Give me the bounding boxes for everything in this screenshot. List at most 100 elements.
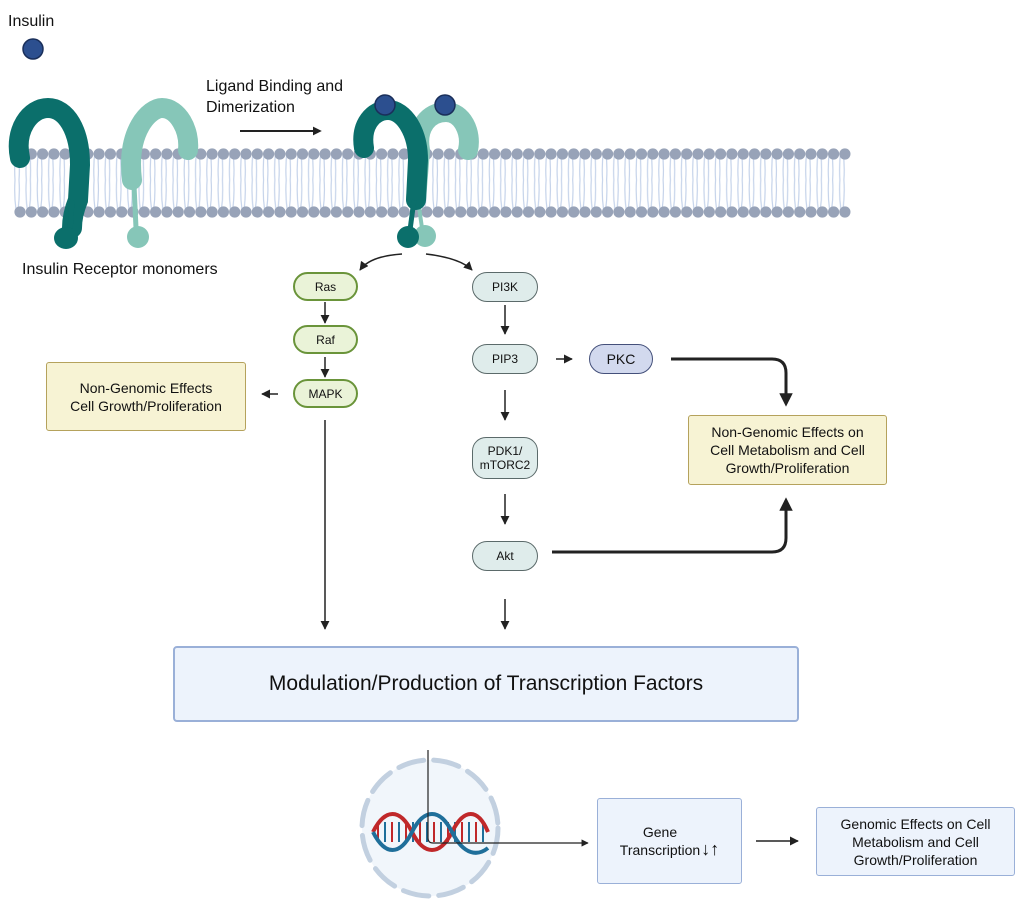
genomic-line3: Growth/Proliferation xyxy=(853,851,978,868)
lipid-head xyxy=(771,148,783,160)
lipid-head xyxy=(726,148,738,160)
transcription-factors-box: Modulation/Production of Transcription F… xyxy=(173,646,799,722)
lipid-head xyxy=(421,206,433,218)
cell-membrane xyxy=(14,148,851,218)
lipid-head xyxy=(635,206,648,218)
pi3k-node: PI3K xyxy=(472,272,538,302)
pdk1-mtorc2-node: PDK1/ mTORC2 xyxy=(472,437,538,479)
lipid-head xyxy=(229,148,241,160)
lipid-head xyxy=(319,148,331,160)
ligand-binding-label: Ligand Binding and xyxy=(206,78,344,95)
lipid-head xyxy=(319,206,331,218)
pkc-node: PKC xyxy=(589,344,653,374)
akt-to-effects-arrow xyxy=(552,497,793,554)
receptor-to-pi3k-arrow xyxy=(425,253,473,271)
non-genomic-metabolism-line1: Non-Genomic Effects on xyxy=(711,424,864,440)
receptor-to-ras-arrow xyxy=(359,253,403,271)
lipid-head xyxy=(477,206,489,218)
lipid-head xyxy=(794,148,806,160)
lipid-head xyxy=(48,206,60,218)
lipid-head xyxy=(104,148,116,160)
raf-node: Raf xyxy=(293,325,358,354)
lipid-head xyxy=(376,206,388,218)
receptor-monomers-label: Insulin Receptor monomers xyxy=(22,261,218,278)
lipid-head xyxy=(692,148,704,160)
lipid-head xyxy=(217,206,229,218)
akt-node: Akt xyxy=(472,541,538,571)
lipid-head xyxy=(330,206,342,218)
lipid-head xyxy=(342,206,354,218)
pdk1-label: PDK1/ xyxy=(487,444,523,458)
lipid-head xyxy=(681,148,693,160)
lipid-head xyxy=(489,206,501,218)
lipid-head xyxy=(545,206,557,218)
pip3-node: PIP3 xyxy=(472,344,538,374)
transcription-label: Transcription xyxy=(619,842,701,858)
lipid-head xyxy=(59,148,71,160)
lipid-head xyxy=(839,206,851,218)
lipid-head xyxy=(715,148,727,160)
lipid-head xyxy=(669,206,682,218)
lipid-head xyxy=(14,206,26,218)
lipid-head xyxy=(534,148,546,160)
pip3-label: PIP3 xyxy=(491,352,518,366)
lipid-head xyxy=(602,148,614,160)
lipid-head xyxy=(251,148,263,160)
up-down-arrows-icon: ↓↑ xyxy=(701,839,720,859)
lipid-head xyxy=(624,206,636,218)
non-genomic-metabolism-line2: Cell Metabolism and Cell xyxy=(710,442,865,458)
lipid-head xyxy=(828,148,840,160)
lipid-head xyxy=(590,206,602,218)
lipid-head xyxy=(161,148,173,160)
lipid-head xyxy=(432,206,444,218)
lipid-head xyxy=(308,148,320,160)
genomic-line1: Genomic Effects on Cell xyxy=(840,815,991,832)
lipid-head xyxy=(229,206,241,218)
lipid-head xyxy=(25,206,37,218)
lipid-head xyxy=(477,148,489,160)
lipid-head xyxy=(263,148,275,160)
pkc-label: PKC xyxy=(606,351,636,367)
lipid-head xyxy=(195,148,207,160)
lipid-head xyxy=(274,148,286,160)
lipid-head xyxy=(285,148,297,160)
lipid-head xyxy=(782,206,795,218)
lipid-head xyxy=(703,148,715,160)
lipid-head xyxy=(398,206,410,218)
membrane-heads-bottom xyxy=(14,206,851,218)
lipid-head xyxy=(794,206,806,218)
lipid-head xyxy=(579,206,591,218)
lipid-head xyxy=(206,206,218,218)
lipid-head xyxy=(251,206,263,218)
lipid-head xyxy=(568,148,580,160)
lipid-head xyxy=(590,148,602,160)
lipid-head xyxy=(172,206,184,218)
lipid-head xyxy=(206,148,218,160)
lipid-head xyxy=(737,206,749,218)
lipid-head xyxy=(816,206,828,218)
lipid-head xyxy=(116,206,128,218)
lipid-head xyxy=(726,206,738,218)
lipid-head xyxy=(443,148,455,160)
lipid-head xyxy=(274,206,286,218)
lipid-head xyxy=(104,206,116,218)
lipid-head xyxy=(37,148,49,160)
insulin-molecule-icon xyxy=(22,38,44,60)
lipid-head xyxy=(364,206,376,218)
lipid-head xyxy=(602,206,614,218)
transcription-factors-label: Modulation/Production of Transcription F… xyxy=(268,672,704,695)
lipid-head xyxy=(715,206,727,218)
lipid-head xyxy=(308,206,320,218)
lipid-head xyxy=(816,148,828,160)
receptor-monomer-dark-icon xyxy=(8,97,91,249)
mtorc2-label: mTORC2 xyxy=(479,458,531,472)
lipid-head xyxy=(150,206,162,218)
lipid-head xyxy=(330,148,342,160)
lipid-head xyxy=(613,148,625,160)
lipid-head xyxy=(534,206,546,218)
lipid-head xyxy=(556,206,569,218)
lipid-head xyxy=(839,148,851,160)
lipid-head xyxy=(647,148,659,160)
lipid-head xyxy=(443,206,455,218)
